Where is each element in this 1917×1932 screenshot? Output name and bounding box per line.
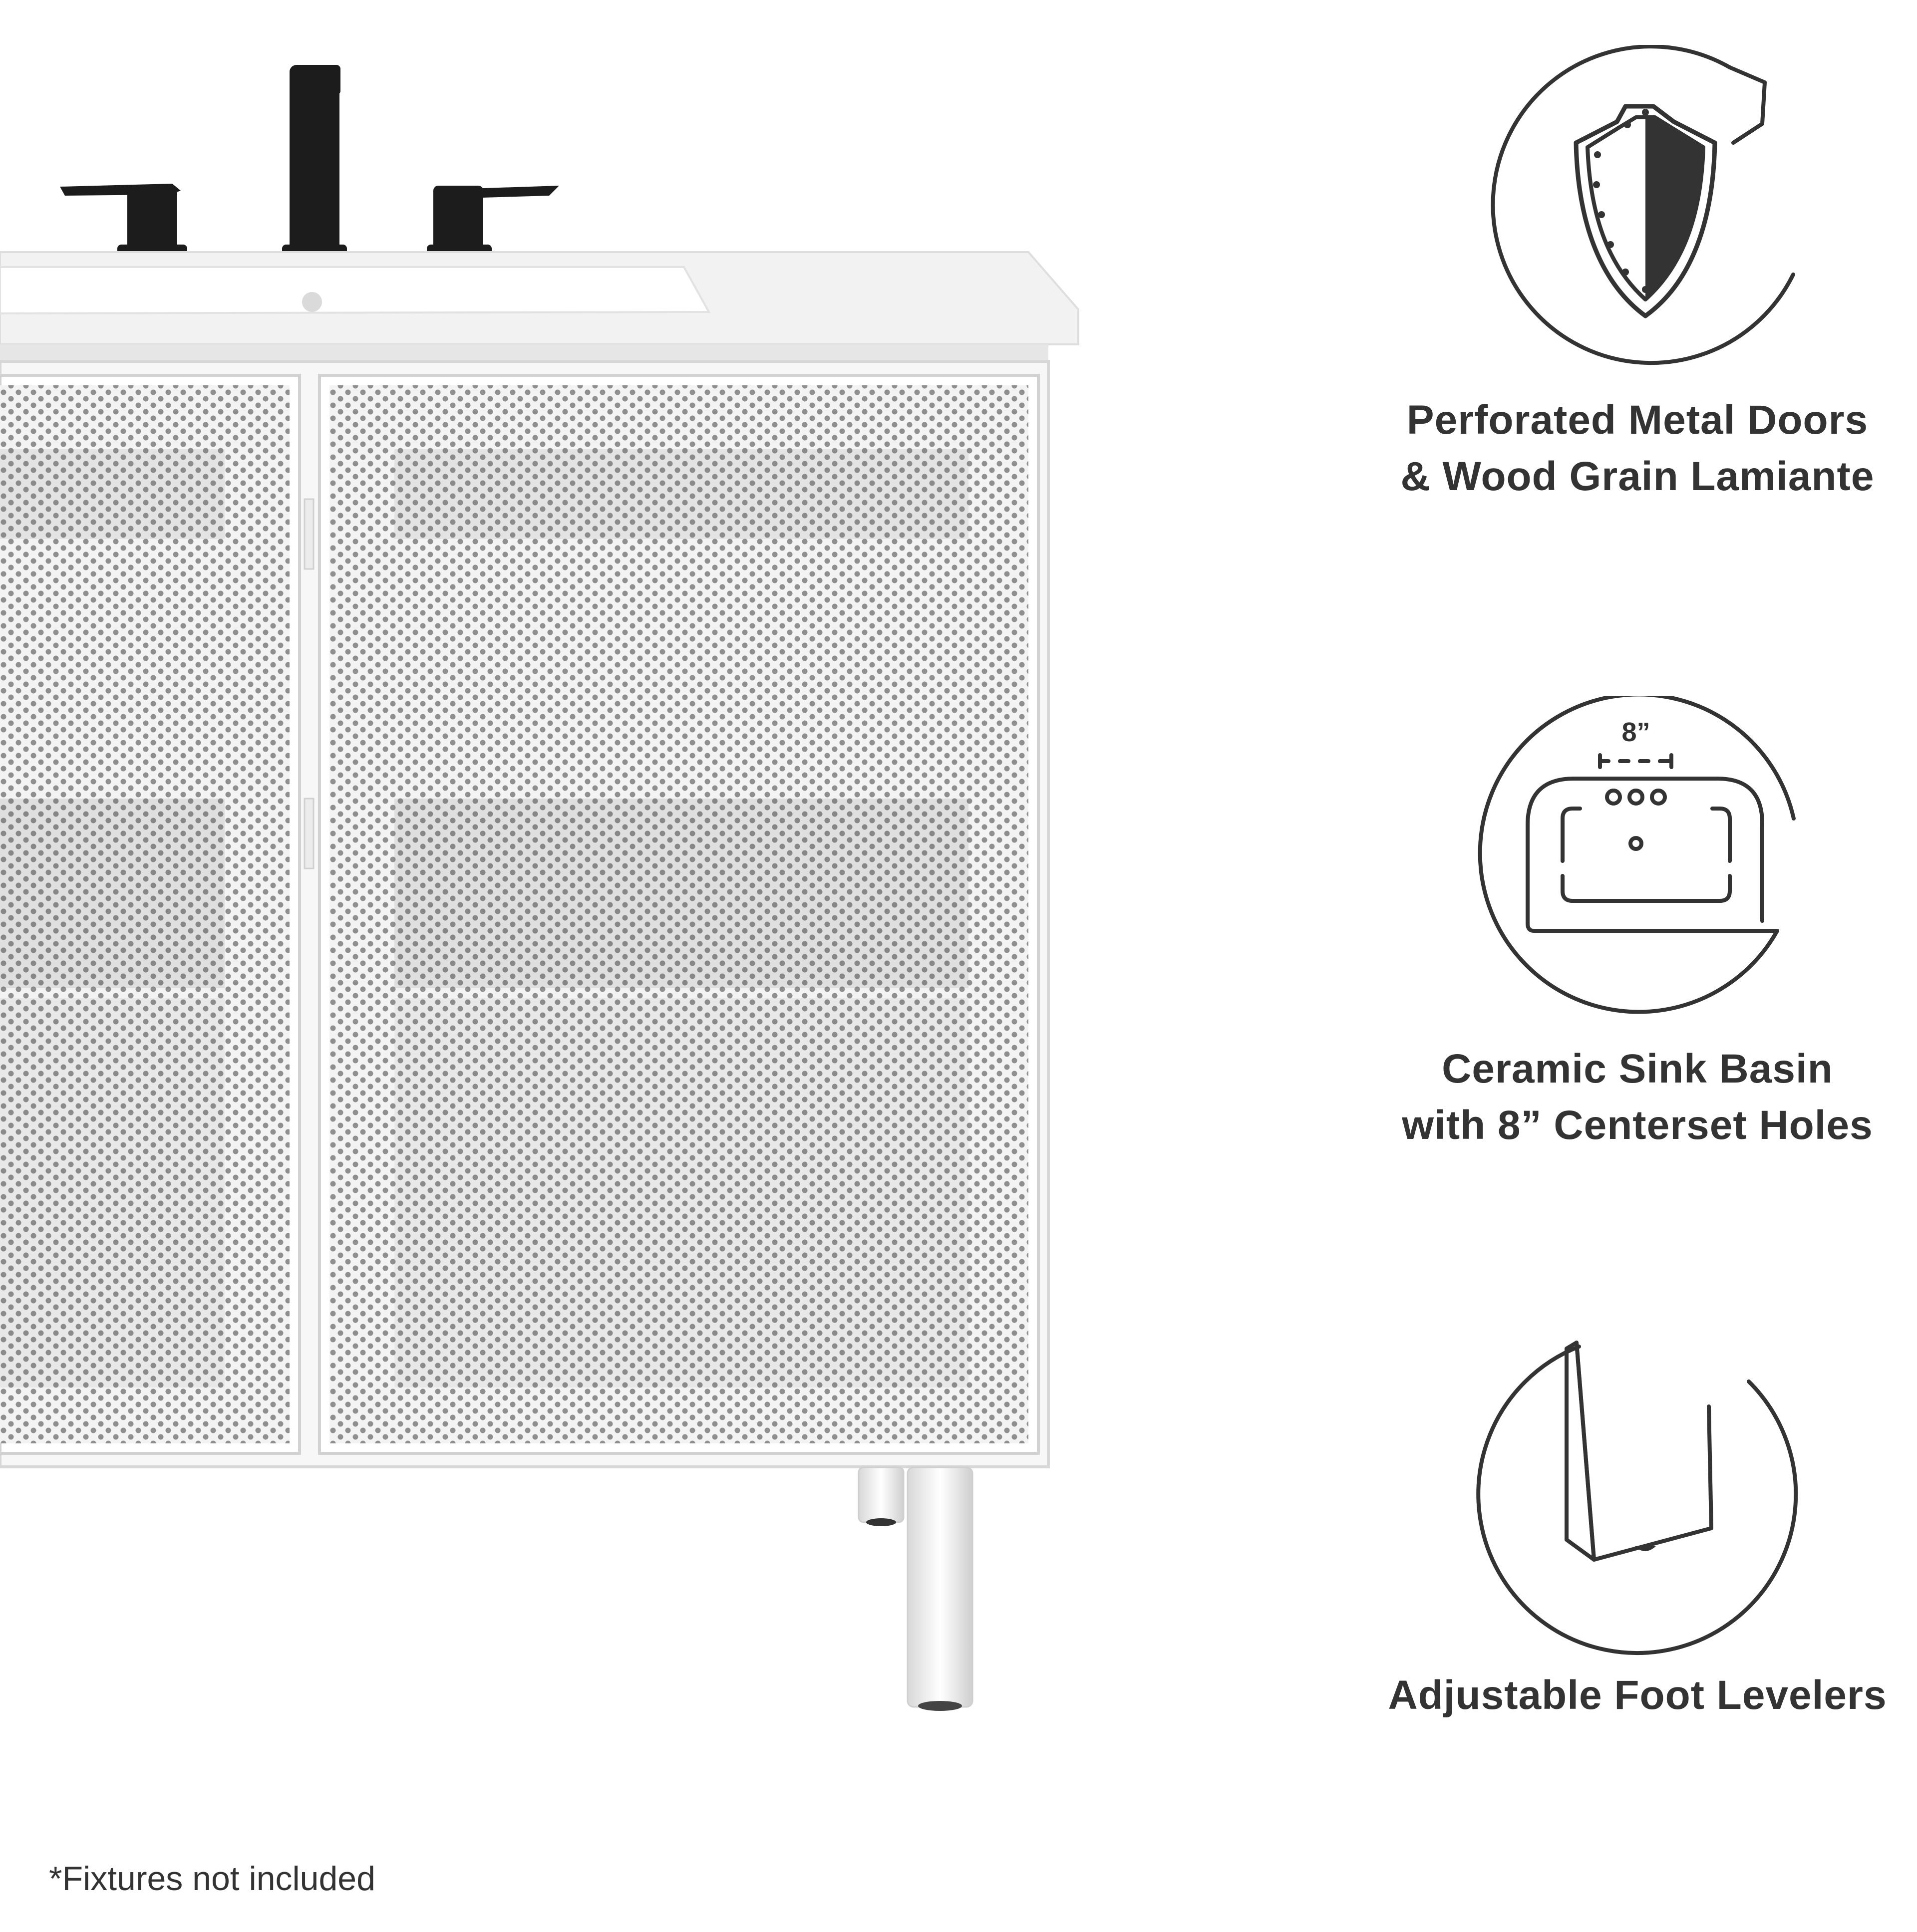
feature-label-perforated-doors: Perforated Metal Doors & Wood Grain Lami… bbox=[1328, 392, 1917, 505]
vanity-cabinet-image bbox=[0, 65, 1079, 1711]
ceramic-countertop bbox=[0, 251, 1079, 361]
sink-basin-icon: 8” bbox=[1478, 696, 1796, 1014]
feature-label-ceramic-sink: Ceramic Sink Basin with 8” Centerset Hol… bbox=[1328, 1041, 1917, 1153]
feature-line: Ceramic Sink Basin bbox=[1442, 1046, 1833, 1092]
feature-line: with 8” Centerset Holes bbox=[1402, 1103, 1873, 1148]
foot-leveler-icon bbox=[1476, 1341, 1798, 1655]
faucet-set bbox=[60, 65, 559, 260]
feature-line: & Wood Grain Lamiante bbox=[1400, 454, 1875, 499]
feature-line: Adjustable Foot Levelers bbox=[1388, 1672, 1887, 1718]
cabinet-legs bbox=[858, 1466, 973, 1711]
feature-line: Perforated Metal Doors bbox=[1406, 397, 1869, 443]
fixtures-footnote: *Fixtures not included bbox=[49, 1860, 375, 1898]
feature-label-foot-levelers: Adjustable Foot Levelers bbox=[1328, 1667, 1917, 1723]
sink-dimension-text: 8” bbox=[1621, 717, 1650, 747]
shield-icon bbox=[1491, 45, 1795, 365]
cabinet-body bbox=[0, 360, 1050, 1468]
